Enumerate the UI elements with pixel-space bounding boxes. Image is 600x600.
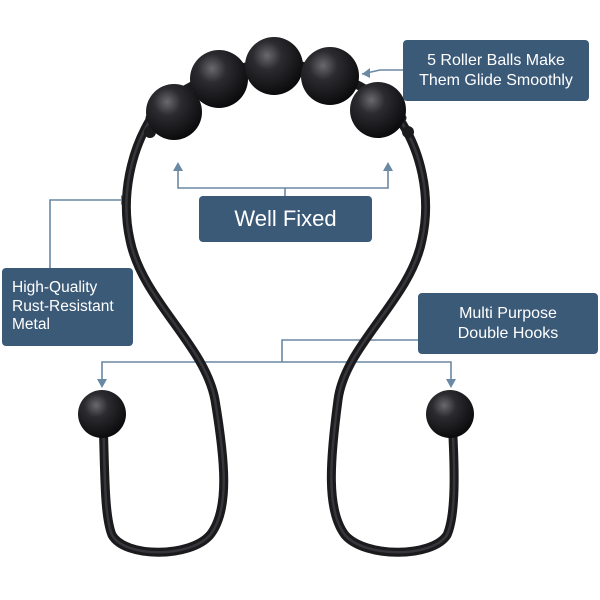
roller-ball (301, 47, 359, 105)
roller-ball (350, 82, 406, 138)
callout-material-text: High-Quality Rust-Resistant Metal (12, 279, 114, 334)
hook-wire-path (98, 115, 459, 557)
hook-wire (98, 59, 459, 557)
leader-fixed (177, 170, 389, 189)
callout-well-fixed: Well Fixed (199, 196, 372, 242)
callout-roller-balls: 5 Roller Balls Make Them Glide Smoothly (403, 40, 589, 101)
hook-end-ball-right (426, 390, 474, 438)
leader-lines (49, 69, 452, 380)
callout-double-hooks: Multi Purpose Double Hooks (418, 293, 598, 354)
roller-ball (146, 84, 202, 140)
hook-end-ball-left (78, 390, 126, 438)
callout-well-fixed-text: Well Fixed (234, 205, 337, 231)
roller-ball (245, 37, 303, 95)
callout-roller-balls-text: 5 Roller Balls Make Them Glide Smoothly (419, 52, 573, 89)
leader-double (101, 361, 452, 380)
roller-ball (190, 50, 248, 108)
leader-metal (49, 199, 124, 268)
roller-balls (146, 37, 406, 140)
hook-end-balls (78, 390, 474, 438)
callout-material: High-Quality Rust-Resistant Metal (2, 268, 133, 346)
callout-double-hooks-text: Multi Purpose Double Hooks (457, 305, 559, 342)
